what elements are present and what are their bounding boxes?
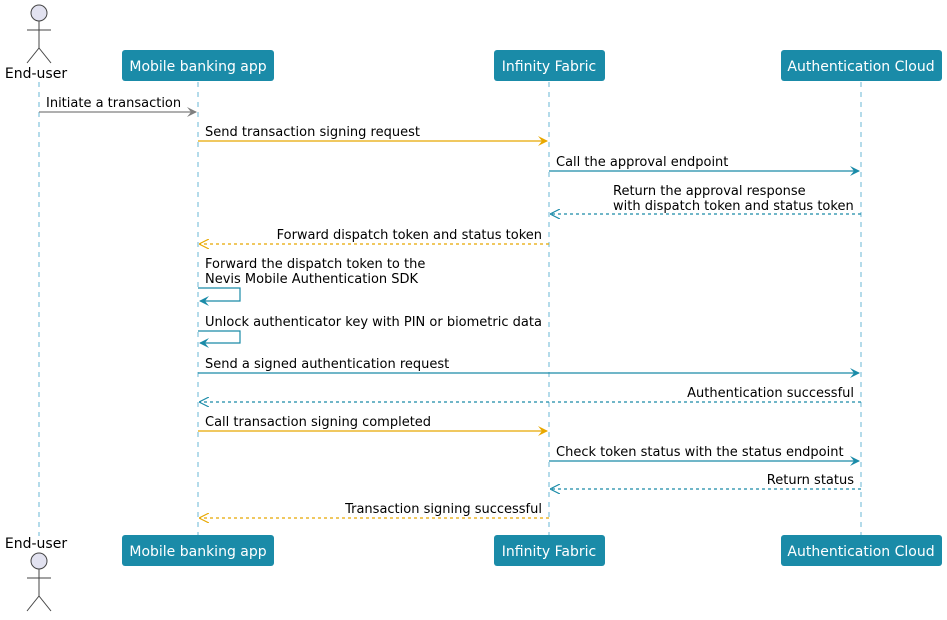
message-call-signing-completed: Call transaction signing completed <box>198 415 548 436</box>
actor-icon <box>26 4 52 64</box>
message-unlock-authenticator: Unlock authenticator key with PIN or bio… <box>198 315 542 348</box>
participant-label: Infinity Fabric <box>502 59 596 75</box>
message-label: Return status <box>767 473 854 488</box>
message-label: Forward dispatch token and status token <box>277 228 542 243</box>
actor-end-user-top: End-user <box>5 4 67 82</box>
message-label: Nevis Mobile Authentication SDK <box>205 272 419 287</box>
message-label: Transaction signing successful <box>344 502 542 517</box>
message-label: Forward the dispatch token to the <box>205 257 425 272</box>
participant-box <box>494 535 605 566</box>
actor-label: End-user <box>5 536 67 552</box>
message-arrow <box>198 330 241 348</box>
lifelines <box>38 82 862 536</box>
message-initiate-transaction: Initiate a transaction <box>39 96 197 117</box>
participant-label: Mobile banking app <box>129 544 266 560</box>
message-label: Call the approval endpoint <box>556 155 728 170</box>
message-label: with dispatch token and status token <box>613 199 854 214</box>
participants-bottom: End-user Mobile banking app Infinity Fab… <box>5 535 942 612</box>
message-send-signed-auth-request: Send a signed authentication request <box>198 357 860 378</box>
actor-label: End-user <box>5 66 67 82</box>
actor-icon <box>26 552 52 612</box>
message-label: Call transaction signing completed <box>205 415 431 430</box>
message-return-approval-response: Return the approval response with dispat… <box>551 184 861 214</box>
actor-end-user-bottom: End-user <box>5 536 67 612</box>
participant-infinity-fabric-top: Infinity Fabric <box>494 50 605 81</box>
message-label: Check token status with the status endpo… <box>556 445 844 460</box>
participants-top: End-user Mobile banking app Infinity Fab… <box>5 4 942 82</box>
participant-mobile-app-top: Mobile banking app <box>122 50 274 81</box>
message-arrow <box>198 287 241 306</box>
message-label: Authentication successful <box>687 386 854 401</box>
message-authentication-successful: Authentication successful <box>200 386 861 402</box>
message-forward-dispatch-token: Forward dispatch token and status token <box>200 228 549 244</box>
participant-label: Infinity Fabric <box>502 544 596 560</box>
participant-auth-cloud-top: Authentication Cloud <box>781 50 942 81</box>
message-transaction-signing-successful: Transaction signing successful <box>200 502 549 518</box>
participant-mobile-app-bottom: Mobile banking app <box>122 535 274 566</box>
participant-box <box>781 535 942 566</box>
message-label: Initiate a transaction <box>46 96 181 111</box>
participant-label: Authentication Cloud <box>787 59 934 75</box>
messages: Initiate a transaction Send transaction … <box>39 96 861 518</box>
message-check-token-status: Check token status with the status endpo… <box>549 445 860 466</box>
participant-auth-cloud-bottom: Authentication Cloud <box>781 535 942 566</box>
message-call-approval-endpoint: Call the approval endpoint <box>549 155 860 176</box>
message-label: Send a signed authentication request <box>205 357 449 372</box>
participant-label: Authentication Cloud <box>787 544 934 560</box>
participant-box <box>122 50 274 81</box>
participant-box <box>122 535 274 566</box>
message-label: Unlock authenticator key with PIN or bio… <box>205 315 542 330</box>
participant-box <box>781 50 942 81</box>
message-label: Send transaction signing request <box>205 125 420 140</box>
participant-infinity-fabric-bottom: Infinity Fabric <box>494 535 605 566</box>
message-return-status: Return status <box>551 473 861 489</box>
participant-box <box>494 50 605 81</box>
message-forward-to-sdk: Forward the dispatch token to the Nevis … <box>198 257 425 306</box>
message-send-signing-request: Send transaction signing request <box>198 125 548 146</box>
participant-label: Mobile banking app <box>129 59 266 75</box>
message-label: Return the approval response <box>613 184 806 199</box>
